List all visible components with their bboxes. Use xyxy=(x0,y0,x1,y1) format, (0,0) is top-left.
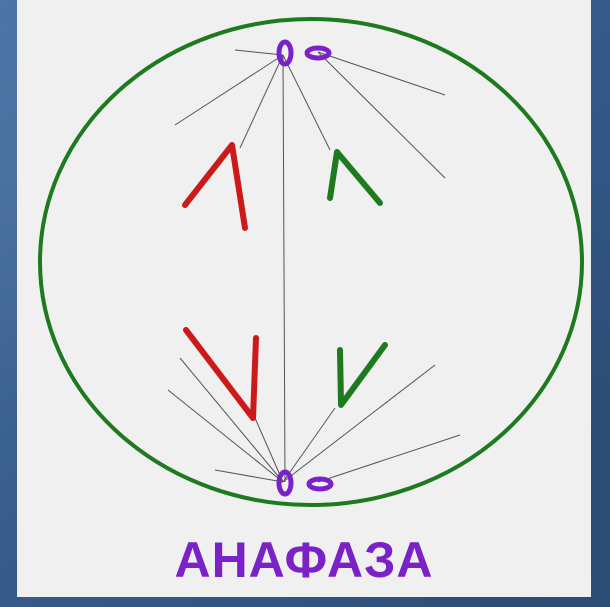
chromosome-red-bottom xyxy=(186,330,256,418)
centriole-bottom-icon xyxy=(279,472,331,494)
chromosome-red-top xyxy=(185,145,245,228)
spindle-fibers-top xyxy=(175,50,445,482)
phase-title: АНАФАЗА xyxy=(17,530,591,590)
chromosome-green-bottom xyxy=(340,345,385,405)
chromosome-green-top xyxy=(330,152,380,203)
spindle-fibers-bottom xyxy=(168,358,460,482)
cell-membrane xyxy=(40,19,582,505)
